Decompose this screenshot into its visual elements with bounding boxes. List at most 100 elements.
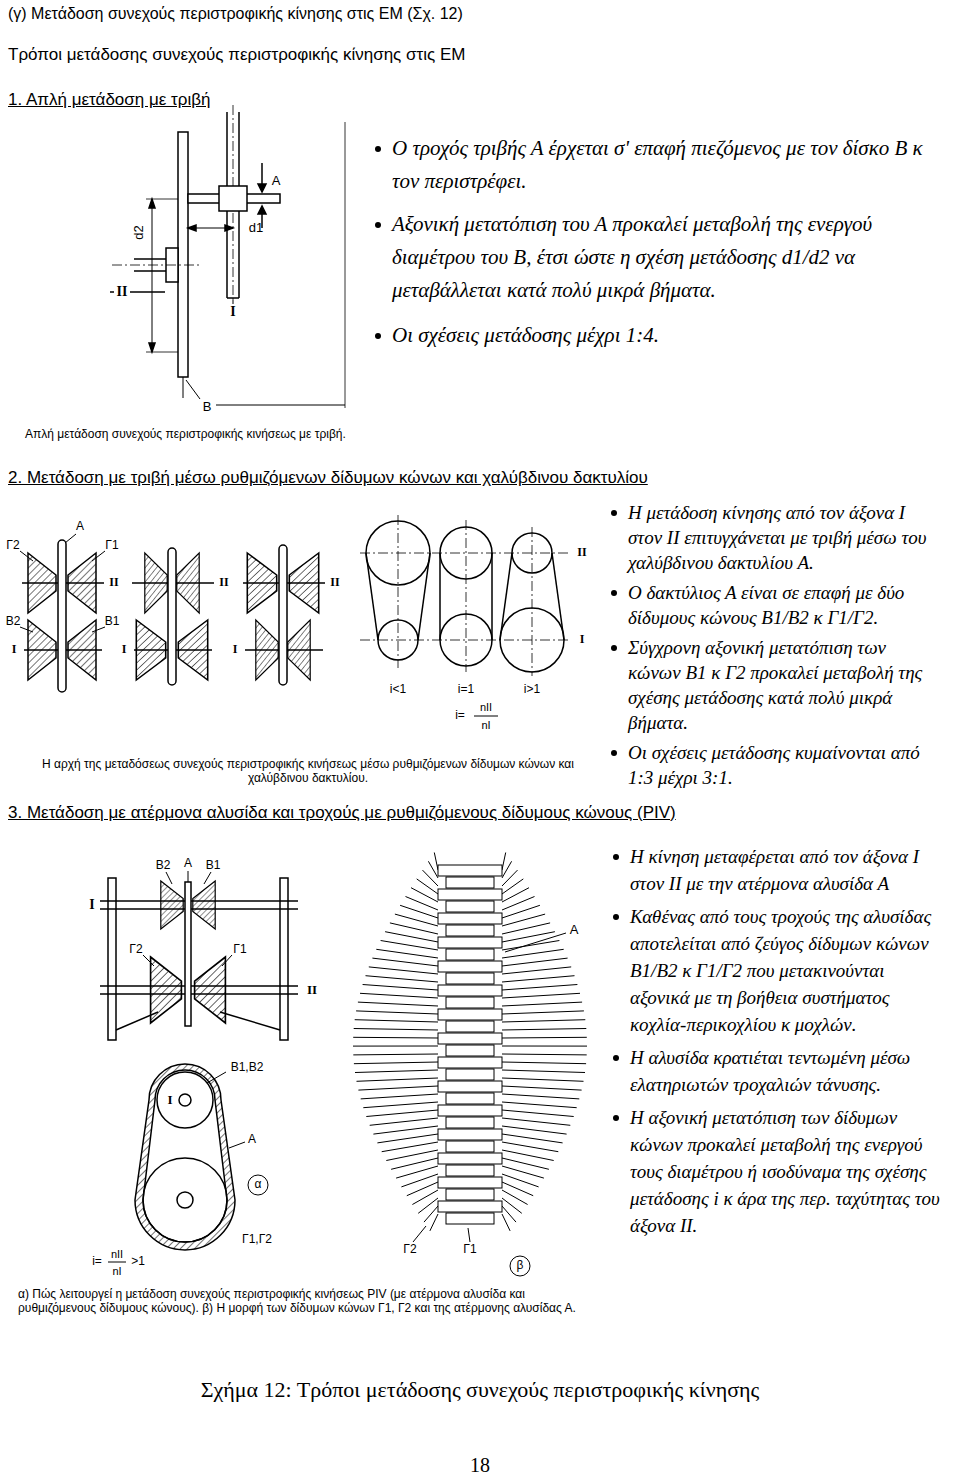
cone-line: [395, 914, 438, 926]
figure-caption: Απλή μετάδοση συνεχούς περιστροφικής κιν…: [25, 428, 346, 442]
chain-plate: [446, 1093, 494, 1104]
section-heading: Τρόποι μετάδοσης συνεχούς περιστροφικής …: [8, 45, 465, 65]
bullet-dot: [611, 590, 617, 596]
cone-line: [358, 1086, 438, 1090]
cone-line: [417, 879, 438, 894]
cone-line: [502, 905, 540, 918]
part-label: I: [89, 897, 94, 913]
part-label: I: [167, 1093, 172, 1108]
cone-line: [353, 1037, 438, 1039]
figure-caption: α) Πώς λειτουργεί η μετάδοση συνεχούς πε…: [18, 1288, 598, 1316]
chain-plates: [438, 865, 502, 1224]
note-text: Η μετάδοση κίνησης από τον άξονα Ι στον …: [628, 500, 940, 575]
part-label: B: [203, 400, 212, 415]
part-label: A: [248, 1133, 256, 1147]
chain-plate: [446, 925, 494, 936]
cone-line: [366, 1110, 438, 1117]
cone-line: [382, 1142, 438, 1152]
cone-line: [502, 932, 555, 942]
cone-line: [353, 1046, 438, 1047]
bullet-dot: [375, 222, 381, 228]
chain-plate: [446, 1141, 494, 1152]
part-label: B2: [156, 859, 171, 873]
cone-line: [502, 993, 580, 998]
part-label: II: [307, 983, 317, 998]
ratio-label: nII: [111, 1248, 123, 1261]
note-text: Ο τροχός τριβής Α έρχεται σ' επαφή πιεζό…: [392, 132, 932, 198]
cone-line: [502, 1118, 570, 1125]
figure-mark: α: [255, 1178, 262, 1192]
cone-line: [502, 1062, 586, 1064]
part-label: I: [12, 643, 17, 657]
bullet-dot: [613, 854, 619, 860]
ratio-label: i=: [92, 1255, 102, 1269]
part-label: B1: [206, 859, 221, 873]
cone-line: [502, 1206, 516, 1222]
cone-line: [407, 1182, 438, 1196]
cone-line: [406, 897, 439, 911]
part-label: II: [577, 546, 586, 560]
part-label: Γ1: [105, 539, 118, 553]
part-label: I: [122, 643, 127, 657]
cone-line: [502, 1002, 582, 1006]
part-label: A: [76, 520, 84, 534]
cone-line: [373, 1126, 438, 1134]
cone-line: [502, 1029, 586, 1031]
ratio-label: i>1: [524, 683, 540, 697]
cone-line: [502, 1214, 510, 1231]
cone-line: [354, 1062, 438, 1064]
chain-plate: [438, 1177, 502, 1188]
chain-plate: [438, 937, 502, 948]
part-label: II: [109, 576, 118, 590]
part-label: Γ1: [463, 1243, 476, 1257]
chain-plate: [438, 985, 502, 996]
chain-plate: [438, 1057, 502, 1068]
ratio-label: i=: [455, 709, 465, 723]
part-label: II: [330, 576, 339, 590]
ratio-label: nI: [112, 1265, 121, 1278]
chain-plate: [446, 1045, 494, 1056]
cone-line: [357, 1078, 439, 1081]
cone-line: [502, 1182, 533, 1196]
cone-line: [502, 897, 535, 911]
cone-line: [502, 1150, 554, 1161]
dimension-label: d2: [132, 225, 147, 239]
ratio-label: >1: [131, 1255, 145, 1269]
chain-plate: [446, 1117, 494, 1128]
cone-line: [502, 861, 512, 878]
chain-plate: [438, 1033, 502, 1044]
part-label: Γ1,Γ2: [242, 1233, 272, 1247]
ratio-label: nI: [481, 719, 490, 732]
chain-plate: [446, 997, 494, 1008]
section-heading: 3. Μετάδοση με ατέρμονα αλυσίδα και τροχ…: [8, 803, 676, 823]
bullet-dot: [613, 1055, 619, 1061]
cone-line: [502, 941, 559, 951]
ratio-label: i<1: [390, 683, 406, 697]
cone-line: [502, 1011, 584, 1014]
part-label: Γ2: [6, 539, 19, 553]
cone-line: [358, 1002, 438, 1006]
cone-line: [502, 1102, 577, 1108]
note-text: Οι σχέσεις μετάδοσης μέχρι 1:4.: [392, 319, 932, 352]
part-label: A: [570, 923, 579, 938]
cone-line: [366, 976, 439, 982]
cone-line: [376, 949, 438, 958]
cone-line: [502, 853, 506, 871]
figure-caption: Σχήμα 12: Τρόποι μετάδοσης συνεχούς περι…: [201, 1377, 760, 1402]
page-title: (γ) Μετάδοση συνεχούς περιστροφικής κίνη…: [8, 5, 463, 23]
note-text: Αξονική μετατόπιση του Α προκαλεί μεταβο…: [392, 208, 932, 307]
cone-line: [401, 1174, 438, 1187]
cone-line: [428, 861, 438, 878]
cone-line: [502, 1037, 587, 1039]
chain-plate: [446, 877, 494, 888]
cone-line: [430, 1214, 438, 1231]
cone-line: [372, 958, 438, 966]
chain-plate: [438, 865, 502, 876]
cone-line: [502, 1142, 558, 1152]
cone-line: [418, 1198, 438, 1213]
chain-plate: [446, 1021, 494, 1032]
part-label: II: [117, 284, 128, 300]
cone-line: [502, 1046, 587, 1047]
cone-line: [355, 1020, 438, 1022]
